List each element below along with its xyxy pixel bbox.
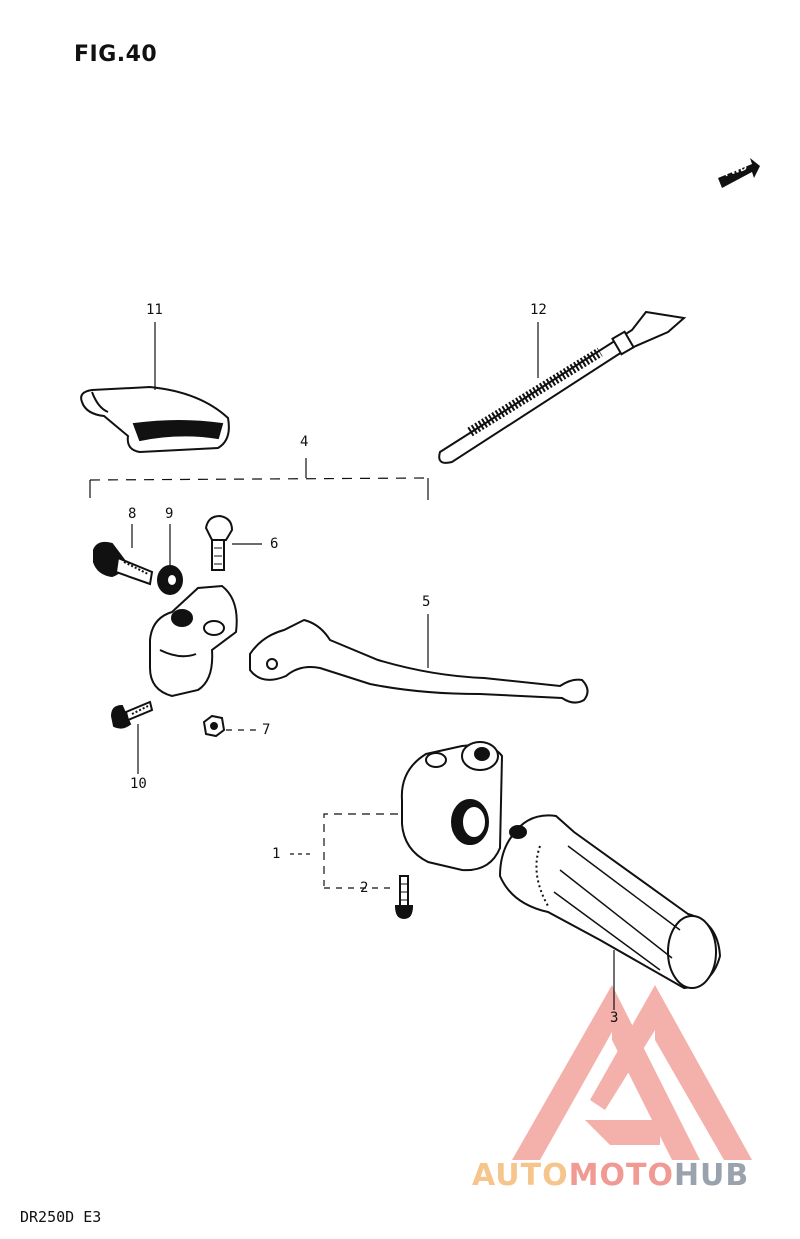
callout-12: 12 [530,302,547,318]
part-4-assembly-bracket [89,458,429,500]
callout-11: 11 [146,302,163,318]
part-9-nut [157,524,183,595]
model-code: DR250D E3 [20,1208,102,1226]
callout-4: 4 [300,434,309,450]
watermark-part-auto: AUTO [472,1158,569,1193]
callout-8: 8 [128,506,137,522]
part-2-screw [324,875,414,920]
part-12-cable-tie [438,310,687,464]
part-3-handlebar-grip [498,814,722,1010]
callout-3: 3 [610,1010,619,1026]
watermark-part-hub: HUB [673,1158,750,1193]
callout-10: 10 [130,776,147,792]
part-5-clutch-lever [249,614,589,704]
part-8-adjuster-bolt [93,524,154,586]
callout-1: 1 [272,846,281,862]
watermark-part-moto: MOTO [568,1158,674,1193]
part-6-pivot-pin [204,514,262,571]
forward-arrow-icon [718,158,760,188]
callout-5: 5 [422,594,431,610]
part-7-nut [202,714,256,738]
figure-title: FIG.40 [74,42,158,67]
part-10-screw [110,700,154,774]
watermark-logo-icon [512,985,752,1160]
callout-9: 9 [165,506,174,522]
callout-6: 6 [270,536,279,552]
callout-7: 7 [262,722,271,738]
watermark-text: AUTOMOTOHUB [472,1158,749,1193]
part-11-boot-cover [80,322,230,454]
part-1-lever-perch [290,741,504,886]
lever-holder-casting [149,584,238,698]
callout-2: 2 [360,880,369,896]
